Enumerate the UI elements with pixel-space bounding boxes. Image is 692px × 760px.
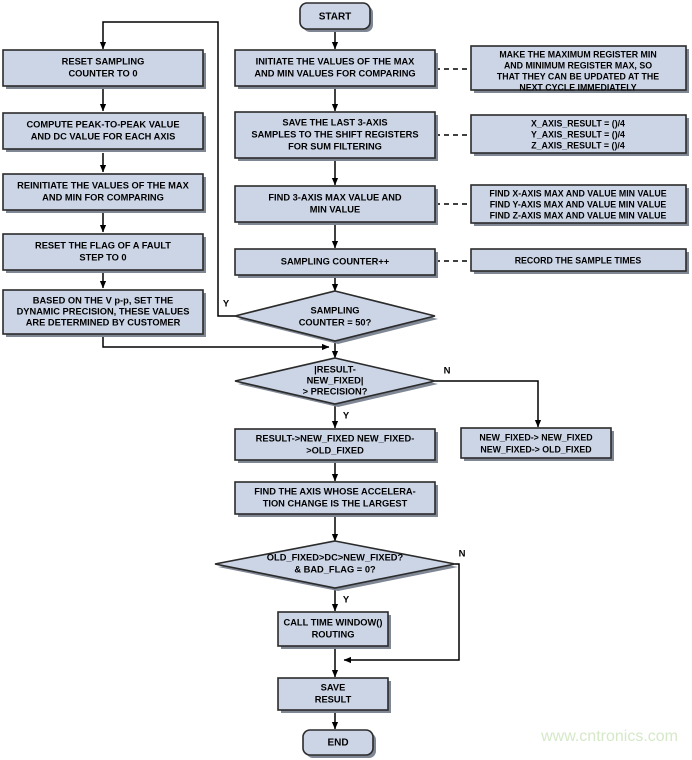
note-find-axis-values-line-2: FIND Z-AXIS MAX AND VALUE MIN VALUE (490, 210, 667, 220)
node-result-to-newfixed[interactable]: RESULT->NEW_FIXED NEW_FIXED- >OLD_FIXED (234, 428, 438, 463)
branch-label-precision-no: N (444, 366, 451, 377)
node-newfixed-keep-line-1: NEW_FIXED-> OLD_FIXED (480, 444, 591, 454)
node-dynamic-precision[interactable]: BASED ON THE V p-p, SET THE DYNAMIC PREC… (2, 289, 206, 337)
node-precision-check[interactable]: |RESULT- NEW_FIXED| > PRECISION? (234, 357, 438, 407)
node-save-samples-line-2: FOR SUM FILTERING (288, 141, 382, 151)
node-init-max-min[interactable]: INITIATE THE VALUES OF THE MAX AND MIN V… (234, 49, 438, 89)
node-result-to-newfixed-line-0: RESULT->NEW_FIXED NEW_FIXED- (256, 433, 415, 443)
node-dynamic-precision-line-0: BASED ON THE V p-p, SET THE (33, 295, 174, 305)
node-save-samples-line-0: SAVE THE LAST 3-AXIS (282, 117, 387, 127)
branch-label-counter-yes: Y (223, 299, 230, 310)
node-counter-increment[interactable]: SAMPLING COUNTER++ (234, 248, 438, 278)
note-register-update-line-0: MAKE THE MAXIMUM REGISTER MIN (499, 49, 656, 59)
node-find-minmax[interactable]: FIND 3-AXIS MAX VALUE AND MIN VALUE (234, 185, 438, 225)
node-newfixed-keep[interactable]: NEW_FIXED-> NEW_FIXED NEW_FIXED-> OLD_FI… (460, 427, 614, 461)
node-save-result[interactable]: SAVE RESULT (277, 677, 391, 713)
node-save-result-line-1: RESULT (315, 694, 352, 704)
node-dc-check-line-0: OLD_FIXED>DC>NEW_FIXED? (267, 552, 404, 562)
branch-label-dccheck-yes: Y (343, 595, 350, 606)
node-reset-counter-line-1: COUNTER TO 0 (68, 68, 137, 78)
note-axis-result-line-0: X_AXIS_RESULT = ()/4 (531, 118, 625, 128)
node-end-label: END (327, 738, 348, 749)
node-reset-flag-line-0: RESET THE FLAG OF A FAULT (35, 240, 171, 250)
node-compute-pp[interactable]: COMPUTE PEAK-TO-PEAK VALUE AND DC VALUE … (2, 112, 206, 152)
node-start-label: START (319, 12, 352, 23)
node-counter-increment-label: SAMPLING COUNTER++ (281, 256, 390, 266)
note-register-update-line-3: NEXT CYCLE IMMEDIATELY (519, 82, 636, 92)
note-axis-result-line-1: Y_AXIS_RESULT = ()/4 (531, 129, 625, 139)
node-dynamic-precision-line-1: DYNAMIC PRECISION, THESE VALUES (17, 306, 190, 316)
node-end[interactable]: END (302, 729, 376, 758)
node-reset-counter[interactable]: RESET SAMPLING COUNTER TO 0 (2, 49, 206, 89)
node-precision-check-line-2: > PRECISION? (303, 386, 368, 396)
node-dynamic-precision-line-2: ARE DETERMINED BY CUSTOMER (26, 317, 181, 327)
node-find-minmax-line-1: MIN VALUE (310, 204, 360, 214)
note-find-axis-values[interactable]: FIND X-AXIS MAX AND VALUE MIN VALUE FIND… (470, 184, 689, 226)
note-register-update-line-1: AND MINIMUM REGISTER MAX, SO (504, 60, 652, 70)
node-init-max-min-line-1: AND MIN VALUES FOR COMPARING (254, 68, 415, 78)
node-result-to-newfixed-line-1: >OLD_FIXED (306, 445, 364, 455)
node-compute-pp-line-0: COMPUTE PEAK-TO-PEAK VALUE (26, 119, 179, 129)
node-call-time-window[interactable]: CALL TIME WINDOW() ROUTING (277, 611, 391, 649)
note-find-axis-values-line-1: FIND Y-AXIS MAX AND VALUE MIN VALUE (490, 199, 667, 209)
node-find-minmax-line-0: FIND 3-AXIS MAX VALUE AND (268, 192, 402, 202)
note-record-sample-times-label: RECORD THE SAMPLE TIMES (515, 255, 642, 265)
node-save-samples[interactable]: SAVE THE LAST 3-AXIS SAMPLES TO THE SHIF… (234, 111, 438, 161)
node-reinit-max-min[interactable]: REINITIATE THE VALUES OF THE MAX AND MIN… (2, 173, 206, 213)
node-newfixed-keep-line-0: NEW_FIXED-> NEW_FIXED (479, 432, 592, 442)
note-register-update[interactable]: MAKE THE MAXIMUM REGISTER MIN AND MINIMU… (470, 45, 689, 93)
node-init-max-min-line-0: INITIATE THE VALUES OF THE MAX (256, 56, 416, 66)
node-counter-check[interactable]: SAMPLING COUNTER = 50? (234, 290, 438, 344)
note-register-update-line-2: THAT THEY CAN BE UPDATED AT THE (497, 71, 659, 81)
node-reset-counter-line-0: RESET SAMPLING (62, 56, 145, 66)
node-dc-check[interactable]: OLD_FIXED>DC>NEW_FIXED? & BAD_FLAG = 0? (214, 540, 458, 591)
node-dc-check-line-1: & BAD_FLAG = 0? (294, 564, 376, 574)
node-counter-check-line-1: COUNTER = 50? (299, 317, 372, 327)
note-find-axis-values-line-0: FIND X-AXIS MAX AND VALUE MIN VALUE (489, 188, 666, 198)
branch-label-precision-yes: Y (343, 411, 350, 422)
connector-dccheck-no (343, 563, 460, 664)
node-counter-check-line-0: SAMPLING (310, 305, 359, 315)
node-save-result-line-0: SAVE (321, 682, 346, 692)
node-compute-pp-line-1: AND DC VALUE FOR EACH AXIS (31, 131, 176, 141)
watermark: www.cntronics.com (540, 728, 678, 745)
node-reset-flag-line-1: STEP TO 0 (79, 252, 126, 262)
node-precision-check-line-1: NEW_FIXED| (307, 375, 364, 385)
node-call-time-window-line-1: ROUTING (312, 629, 355, 639)
node-save-samples-line-1: SAMPLES TO THE SHIFT REGISTERS (251, 129, 418, 139)
node-find-axis-line-1: TION CHANGE IS THE LARGEST (263, 498, 408, 508)
node-reinit-max-min-line-1: AND MIN FOR COMPARING (42, 192, 164, 202)
node-precision-check-line-0: |RESULT- (314, 364, 356, 374)
connector-counterchk-yes (99, 21, 235, 317)
node-start[interactable]: START (299, 2, 373, 32)
node-find-axis[interactable]: FIND THE AXIS WHOSE ACCELERA- TION CHANG… (234, 481, 438, 517)
node-find-axis-line-0: FIND THE AXIS WHOSE ACCELERA- (254, 486, 416, 496)
note-axis-result[interactable]: X_AXIS_RESULT = ()/4 Y_AXIS_RESULT = ()/… (470, 114, 689, 156)
node-call-time-window-line-0: CALL TIME WINDOW() (284, 617, 383, 627)
node-reinit-max-min-line-0: REINITIATE THE VALUES OF THE MAX (17, 180, 189, 190)
branch-label-dccheck-no: N (459, 549, 466, 560)
note-axis-result-line-2: Z_AXIS_RESULT = ()/4 (531, 140, 625, 150)
note-record-sample-times[interactable]: RECORD THE SAMPLE TIMES (470, 248, 689, 274)
connector-precision-no (435, 380, 542, 428)
node-reset-flag[interactable]: RESET THE FLAG OF A FAULT STEP TO 0 (2, 233, 206, 273)
